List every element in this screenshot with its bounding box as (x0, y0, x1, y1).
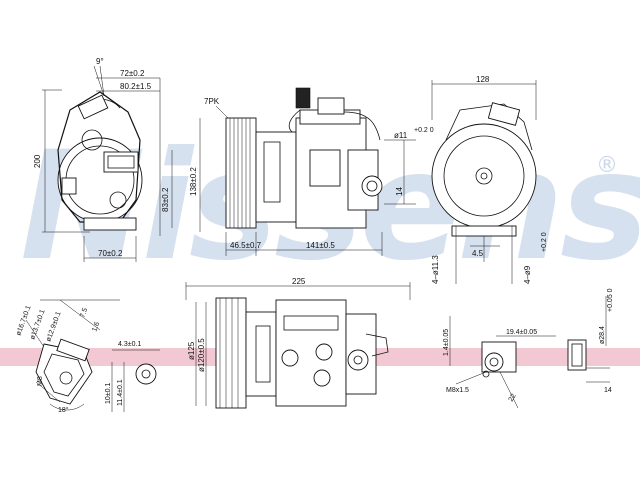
front-height-dim: 138±0.2 (189, 167, 198, 196)
front-dim-right: 14 (395, 187, 404, 196)
fit-dim-1: ø16.7±0.1 (15, 305, 32, 337)
bottom-length-dim: 225 (292, 277, 306, 286)
rear-pin-tol: +0.2 0 (541, 232, 548, 252)
port-view: 1.4±0.05 19.4±0.05 ø28.4 +0.05 0 14 M8x1… (443, 288, 614, 409)
rear-holes-dim: 4–ø11.3 (431, 255, 440, 284)
side-view: 200 72±0.2 80.2±1.5 9° 83±0.2 70±0.2 (33, 57, 173, 262)
front-length-dim: 141±0.5 (306, 241, 335, 250)
side-dim-top-2: 80.2±1.5 (120, 82, 152, 91)
fit-thread-dim: M8 (37, 376, 44, 386)
port-dim-a: 1.4±0.05 (443, 329, 450, 356)
pulley-outer-dim: ø125 (187, 341, 196, 360)
side-dim-right: 83±0.2 (161, 187, 170, 212)
port-dim-d: 14 (604, 387, 612, 394)
front-hole-tol: +0.2 0 (414, 127, 434, 134)
port-dim-c: 22 (508, 393, 518, 403)
rear-pin-dim: 4.5 (472, 249, 484, 258)
rear-view: 128 4–ø11.3 4.5 4–ø9 +0.2 0 (431, 75, 548, 284)
pulley-inner-dim: ø120±0.5 (197, 338, 206, 372)
front-view: 7PK 138±0.2 ø11 +0.2 0 14 46 (189, 87, 434, 256)
pulley-offset-dim: 46.5±0.7 (230, 241, 262, 250)
port-thread-dim: M8x1.5 (446, 387, 469, 394)
front-hole-dim: ø11 (394, 131, 408, 140)
side-angle: 9° (96, 57, 104, 66)
pulley-label: 7PK (204, 97, 220, 106)
rear-pin-dia: 4–ø9 (523, 265, 532, 284)
rear-width-dim: 128 (476, 75, 490, 84)
port-dim-b: 19.4±0.05 (506, 329, 537, 336)
port-dia-tol: +0.05 0 (607, 288, 614, 312)
side-height-dim: 200 (33, 154, 42, 168)
fit-dim-b: 10±0.1 (105, 383, 112, 404)
port-dia-dim: ø28.4 (599, 326, 606, 344)
side-dim-top-1: 72±0.2 (120, 69, 145, 78)
fit-dim-3: ø12.9±0.1 (45, 311, 62, 343)
side-dim-bottom: 70±0.2 (98, 249, 123, 258)
bottom-view: 225 ø125 ø120±0.5 (185, 277, 411, 409)
registered-mark: ® (596, 153, 618, 178)
fit-dim-5: 1.6 (91, 321, 101, 333)
fit-dim-a: 4.3±0.1 (118, 341, 141, 348)
fit-dim-4: 7.5 (79, 307, 89, 319)
fit-dim-2: ø13.7±0.1 (29, 309, 46, 341)
fit-dim-c: 11.4±0.1 (117, 379, 124, 406)
